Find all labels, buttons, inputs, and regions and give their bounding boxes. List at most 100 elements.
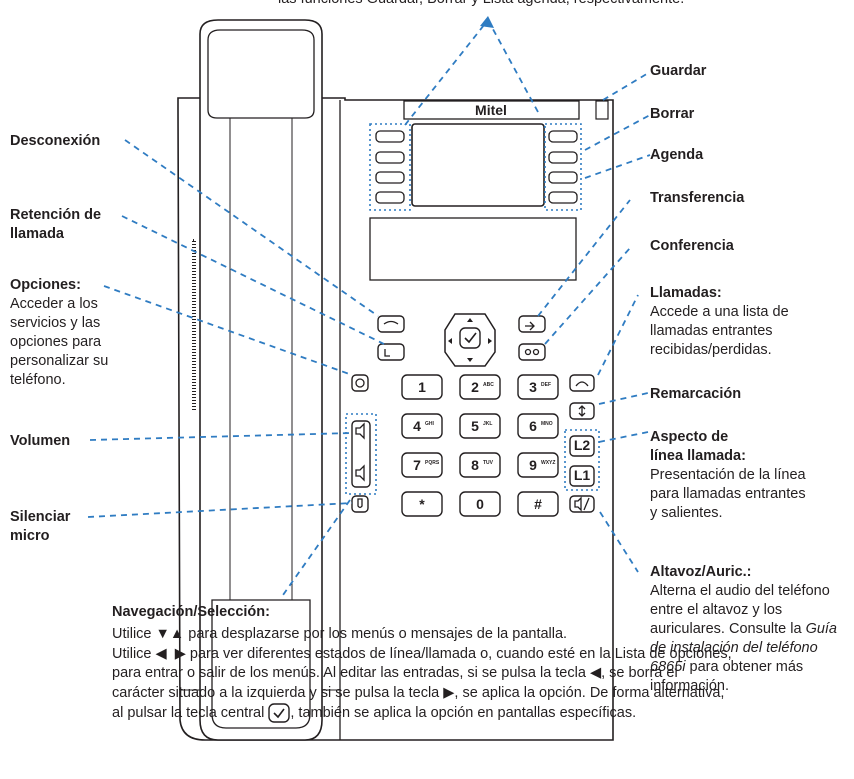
left-right-arrows-icon: ◀ ▶ [155,645,186,662]
line-key-l1 [569,465,595,487]
keypad-key[interactable]: 9 WXYZ [517,452,559,478]
label-guardar: Guardar [650,63,707,79]
keypad-key-letters: JKL [483,421,492,427]
keypad-key[interactable]: * [401,491,443,517]
select-key-icon [268,703,291,724]
keypad-key-number: 9 [529,457,537,473]
mute-key [351,495,369,513]
redial-icon [578,405,586,417]
navigation-title: Navegación/Selección: [112,604,270,620]
navigation-description: Utilice ▼▲ para desplazarse por los menú… [112,625,732,724]
label-remarcacion: Remarcación [650,386,742,402]
keypad-key-number: 0 [476,496,484,512]
keypad-key[interactable]: 7 PQRS [401,452,443,478]
brand-bezel [403,100,580,120]
retencion-1: Retención de [10,207,102,223]
disconnect-key [377,315,405,333]
silenciar-1: Silenciar [10,509,71,525]
label-conferencia: Conferencia [650,238,734,254]
speaker-headset-icon [574,496,590,512]
hangup-icon [383,320,399,325]
keypad-key[interactable]: 1 [401,374,443,400]
right-arrow-icon: ▶ [443,684,455,701]
speaker-grille-left [192,239,196,411]
aspecto-title-1: Aspecto de [650,429,729,445]
label-llamadas: Llamadas: Accede a una lista de llamadas… [650,284,820,360]
label-altavoz: Altavoz/Auric.: Alterna el audio del tel… [650,563,850,696]
nav-up-icon [467,318,473,322]
keypad-key-letters: DEF [541,382,551,388]
silenciar-2: micro [10,528,50,544]
label-opciones: Opciones: Acceder a los servicios y las … [10,276,130,390]
keypad-key-letters: MNO [541,421,553,427]
keypad-key-number: 3 [529,379,537,395]
nav-p2a: Utilice [112,645,152,662]
softkeys-left [375,130,405,204]
label-silenciar: Silenciar micro [10,508,70,546]
llamadas-title: Llamadas: [650,285,722,301]
label-volumen: Volumen [10,433,71,449]
keypad-key-letters: PQRS [425,460,440,466]
keypad-key[interactable]: 6 MNO [517,413,559,439]
keypad-key-number: 5 [471,418,479,434]
volume-up-icon [355,422,365,440]
aspecto-desc: Presentación de la línea para llamadas e… [650,467,806,521]
keypad-key[interactable]: 0 [459,491,501,517]
label-borrar: Borrar [650,106,695,122]
label-agenda: Agenda [650,147,704,163]
volume-down-icon [355,464,365,482]
keypad-key-letters: WXYZ [541,460,555,466]
line-key-l2-label: L2 [574,437,591,453]
keypad-key-number: # [534,496,542,512]
handset [199,19,323,741]
callout-lines [87,19,651,596]
opciones-title: Opciones: [10,277,81,293]
phone-icon [575,381,589,387]
altavoz-desc-3: para obtener más información. [650,659,804,694]
keypad-key-number: 1 [418,379,426,395]
keypad-key[interactable]: 5 JKL [459,413,501,439]
label-desconexion: Desconexión [10,133,101,149]
keypad-key[interactable]: # [517,491,559,517]
nav-p1a: Utilice [112,626,152,642]
conference-icon [524,348,532,356]
keypad-key-number: 8 [471,457,479,473]
opciones-desc: Acceder a los servicios y las opciones p… [10,296,109,388]
keypad-key-number: 2 [471,379,479,395]
label-retencion: Retención de llamada [10,206,101,244]
aspecto-title-2: línea llamada: [650,448,746,464]
altavoz-desc-1: Alterna el audio del teléfono entre el a… [650,583,830,637]
checkmark-icon [464,332,477,344]
altavoz-title: Altavoz/Auric.: [650,564,752,580]
display-screen [411,123,545,207]
conference-key [518,343,546,361]
hold-icon [384,349,390,357]
keypad-key-number: 6 [529,418,537,434]
keypad-key[interactable]: 2 ABC [459,374,501,400]
nav-p2c: , se borra el carácter situado a la izqu… [112,665,678,701]
retencion-2: llamada [10,226,64,242]
call-history-key [569,374,595,392]
hold-key [377,343,405,361]
nav-p1b: para desplazarse por los menús o mensaje… [188,626,568,642]
gear-icon [355,378,365,388]
altavoz-desc-2: Consulte la [728,621,802,637]
nav-p2d: , se aplica la opción. De forma alternat… [112,684,725,722]
select-button [459,327,481,349]
keypad-key-number: 7 [413,457,421,473]
label-transferencia: Transferencia [650,190,745,206]
speaker-key [569,495,595,513]
transfer-icon [525,321,535,331]
microphone-icon [357,498,363,509]
indicator-light [595,100,609,120]
down-up-arrows-icon: ▼▲ [155,626,185,642]
label-aspecto: Aspecto de línea llamada: Presentación d… [650,428,810,523]
brand-logo: Mitel [475,102,507,118]
keypad-key[interactable]: 3 DEF [517,374,559,400]
softkeys-right [548,130,578,204]
keypad-key-letters: ABC [483,382,494,388]
